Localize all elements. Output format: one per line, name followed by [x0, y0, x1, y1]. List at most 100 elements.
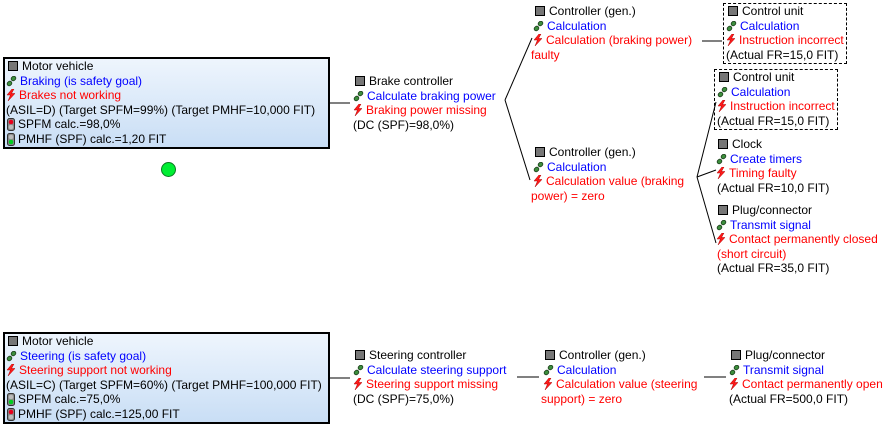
lightning-bolt-icon — [717, 100, 727, 112]
failure-rate: (Actual FR=500,0 FIT) — [729, 391, 849, 406]
element-name: Controller (gen.) — [549, 145, 636, 159]
component-icon — [535, 147, 545, 157]
chain-link-icon — [543, 364, 554, 375]
node-controller-gen-steer[interactable]: Controller (gen.) Calculation Calculatio… — [541, 348, 698, 406]
connector-level2b-level3d — [696, 176, 717, 244]
node-plug-connector-steer[interactable]: Plug/connector Transmit signal Contact p… — [729, 348, 883, 406]
failure-name: Braking power missing — [366, 103, 487, 117]
component-icon — [718, 139, 728, 149]
component-icon — [355, 76, 365, 86]
status-indicator-green — [161, 162, 176, 177]
traffic-light-green-icon — [7, 132, 15, 146]
failure-name: Brakes not working — [19, 88, 122, 102]
component-icon — [728, 6, 738, 16]
function-name: Braking (is safety goal) — [20, 73, 143, 88]
chain-link-icon — [717, 86, 728, 97]
node-brake-controller[interactable]: Brake controller Calculate braking power… — [353, 74, 496, 132]
failure-name: Steering support not working — [19, 363, 172, 377]
lightning-bolt-icon — [353, 104, 363, 116]
function-name: Calculation — [557, 362, 617, 377]
dc-info: (DC (SPF)=98,0%) — [353, 117, 455, 132]
chain-link-icon — [729, 364, 740, 375]
node-clock[interactable]: Clock Create timers Timing faulty (Actua… — [716, 137, 829, 195]
chain-link-icon — [353, 90, 364, 101]
spfm-calc: SPFM calc.=75,0% — [18, 392, 121, 406]
failure-rate: (Actual FR=15,0 FIT) — [717, 113, 830, 128]
component-icon — [355, 350, 365, 360]
pmhf-calc: PMHF (SPF) calc.=125,00 FIT — [18, 406, 180, 421]
element-name: Motor vehicle — [22, 59, 94, 73]
function-name: Calculation — [740, 18, 800, 33]
lightning-bolt-icon — [6, 89, 16, 101]
node-controller-gen-b[interactable]: Controller (gen.) Calculation Calculatio… — [531, 145, 684, 203]
element-name: Brake controller — [369, 74, 454, 88]
element-name: Plug/connector — [745, 348, 826, 362]
connector-level1-level2b — [504, 99, 531, 181]
element-name: Control unit — [742, 4, 804, 18]
element-name: Control unit — [733, 70, 795, 84]
component-icon — [719, 72, 729, 82]
failure-rate: (Actual FR=10,0 FIT) — [717, 180, 830, 195]
connector-level1-level2a — [504, 37, 533, 101]
function-name: Calculation — [547, 18, 607, 33]
lightning-bolt-icon — [716, 233, 726, 245]
component-icon — [545, 350, 555, 360]
connector-level2b-level3b — [696, 101, 717, 178]
element-name: Plug/connector — [732, 203, 813, 217]
element-name: Steering controller — [369, 348, 467, 362]
pmhf-calc: PMHF (SPF) calc.=1,20 FIT — [18, 131, 167, 146]
failure-rate: (Actual FR=35,0 FIT) — [717, 261, 830, 275]
connector-level2b-level3c — [696, 169, 717, 178]
failure-name: Instruction incorrect — [730, 99, 835, 113]
node-control-unit-a[interactable]: Control unit Calculation Instruction inc… — [723, 3, 847, 64]
function-name: Calculation — [547, 159, 607, 174]
failure-name: Contact permanently open — [742, 377, 883, 391]
function-name: Calculate steering support — [367, 362, 507, 377]
failure-rate: (Actual FR=15,0 FIT) — [726, 47, 839, 62]
spfm-calc: SPFM calc.=98,0% — [18, 117, 121, 131]
lightning-bolt-icon — [716, 167, 726, 179]
component-icon — [731, 350, 741, 360]
targets-text: (ASIL=C) (Target SPFM=60%) (Target PMHF=… — [6, 377, 322, 392]
chain-link-icon — [726, 20, 737, 31]
lightning-bolt-icon — [533, 175, 543, 187]
function-name: Calculate braking power — [367, 88, 496, 103]
component-icon — [535, 6, 545, 16]
chain-link-icon — [716, 153, 727, 164]
failure-name: Instruction incorrect — [739, 33, 844, 47]
function-name: Steering (is safety goal) — [20, 348, 147, 363]
node-control-unit-b[interactable]: Control unit Calculation Instruction inc… — [714, 69, 838, 130]
dc-info: (DC (SPF)=75,0%) — [353, 391, 455, 406]
failure-name-cont: (short circuit) — [717, 246, 787, 261]
element-name: Controller (gen.) — [559, 348, 646, 362]
function-name: Transmit signal — [730, 217, 811, 232]
node-plug-connector-a[interactable]: Plug/connector Transmit signal Contact p… — [716, 203, 878, 276]
node-steering-controller[interactable]: Steering controller Calculate steering s… — [353, 348, 506, 406]
element-name: Motor vehicle — [22, 334, 94, 348]
traffic-light-green-icon — [7, 393, 15, 406]
lightning-bolt-icon — [353, 378, 363, 390]
element-name: Controller (gen.) — [549, 4, 636, 18]
lightning-bolt-icon — [533, 34, 543, 46]
failure-name-cont: power) = zero — [531, 188, 605, 203]
targets-text: (ASIL=D) (Target SPFM=99%) (Target PMHF=… — [6, 102, 316, 117]
component-icon — [8, 61, 18, 71]
failure-name: Calculation (braking power) — [546, 33, 693, 47]
failure-name: Contact permanently closed — [729, 232, 878, 246]
traffic-light-red-icon — [7, 407, 15, 421]
component-icon — [718, 205, 728, 215]
failure-name-cont: support) = zero — [541, 391, 623, 406]
failure-name-cont: faulty — [531, 47, 560, 62]
lightning-bolt-icon — [726, 34, 736, 46]
chain-link-icon — [6, 350, 17, 361]
component-icon — [8, 336, 18, 346]
failure-name: Calculation value (steering — [556, 377, 698, 391]
root-node-braking[interactable]: Motor vehicle Braking (is safety goal) B… — [3, 57, 330, 149]
failure-name: Timing faulty — [729, 166, 797, 180]
chain-link-icon — [533, 161, 544, 172]
node-controller-gen-a[interactable]: Controller (gen.) Calculation Calculatio… — [531, 4, 693, 62]
lightning-bolt-icon — [543, 378, 553, 390]
root-node-steering[interactable]: Motor vehicle Steering (is safety goal) … — [3, 332, 330, 424]
function-name: Calculation — [731, 84, 791, 99]
